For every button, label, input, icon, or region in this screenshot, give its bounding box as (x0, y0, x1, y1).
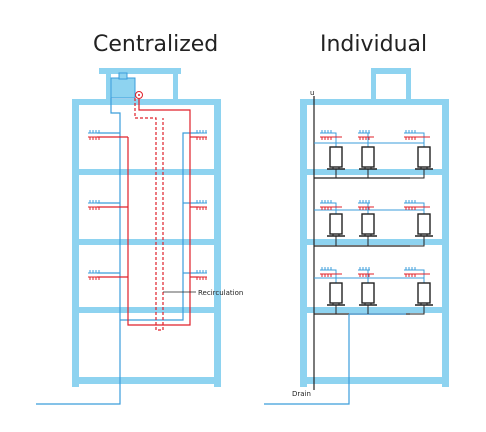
centralized-building (72, 68, 221, 387)
floor-1-units (314, 129, 434, 170)
floor-2-units (314, 199, 434, 237)
centralized-title: Centralized (93, 32, 219, 57)
hot-water-pipes (97, 98, 199, 331)
floor-3-units (314, 266, 434, 306)
circulation-pump-icon (135, 91, 143, 99)
hot-water-tank (110, 72, 136, 99)
individual-title: Individual (320, 32, 428, 57)
centralized-fixtures (87, 129, 208, 281)
drain-label: Drain (292, 390, 311, 398)
individual-units (314, 129, 434, 315)
riser-mark: u (310, 89, 314, 97)
recirculation-label: Recirculation (198, 289, 243, 297)
individual-building (300, 68, 449, 387)
cold-water-pipes (36, 98, 199, 405)
individual-cold-pipes (264, 313, 406, 405)
